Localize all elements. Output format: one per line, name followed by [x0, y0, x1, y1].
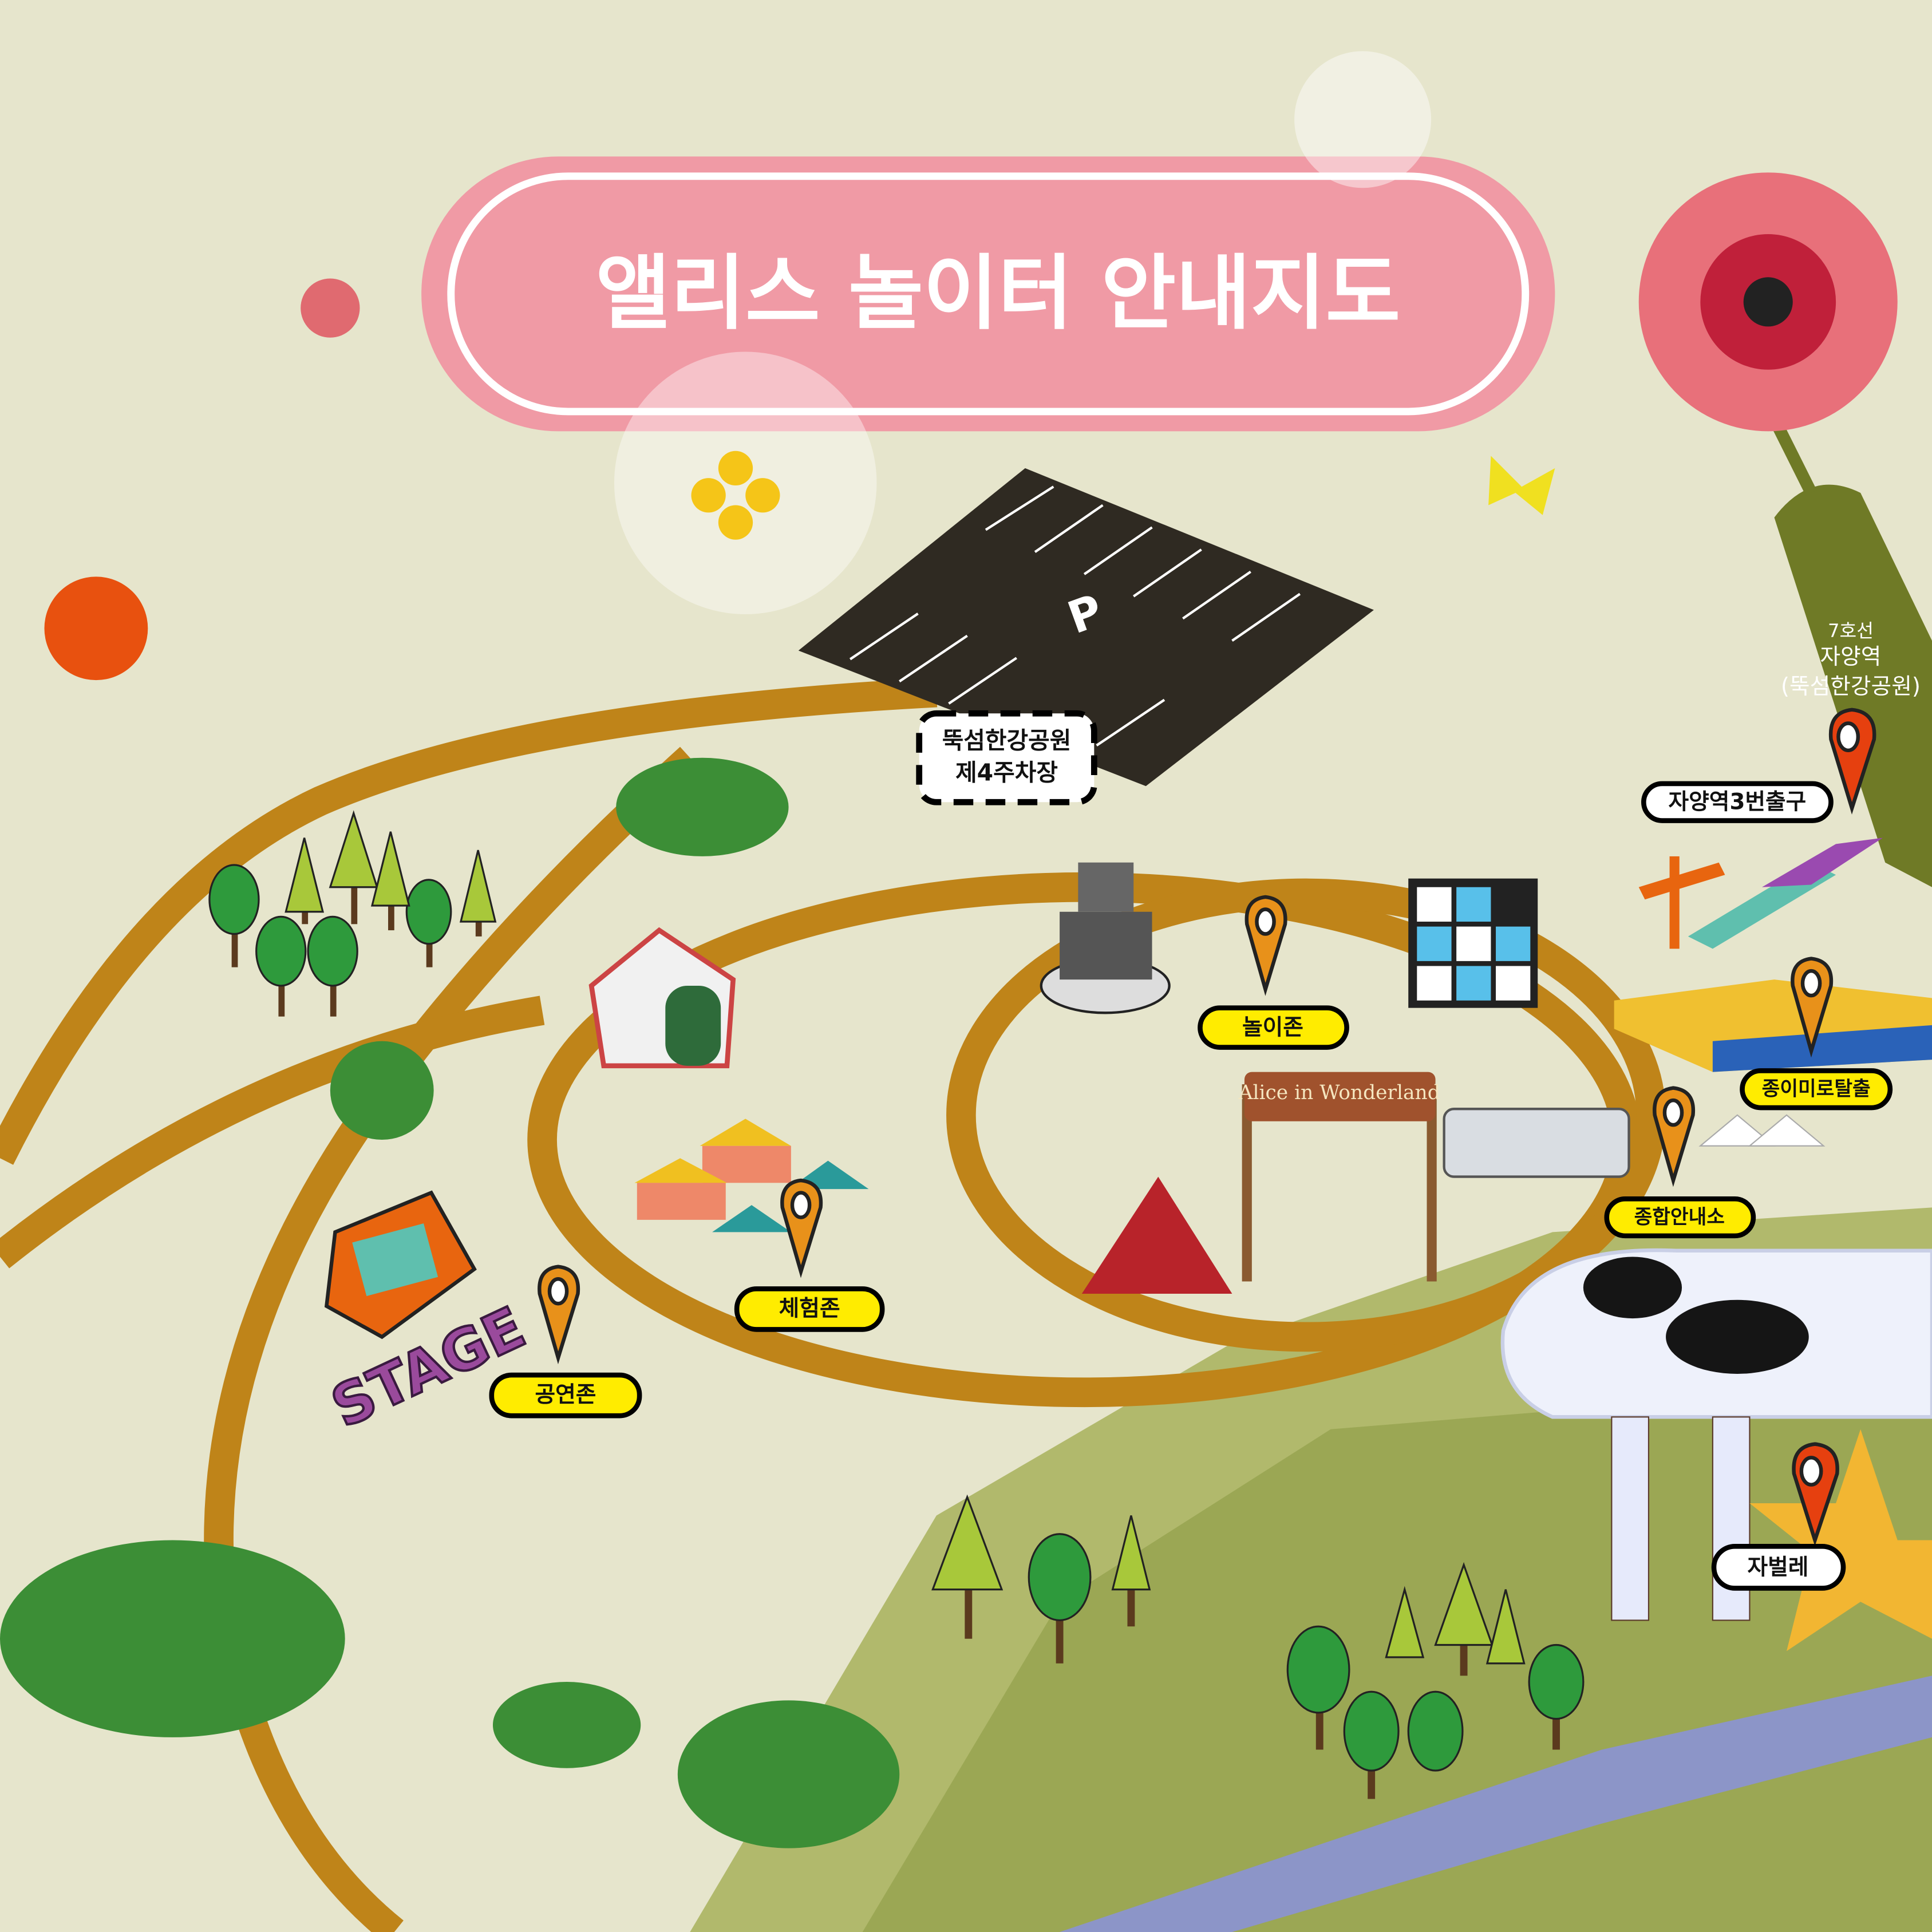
label-text: 놀이존 — [1242, 1015, 1303, 1041]
bow-decor — [1488, 456, 1555, 515]
parking-label-line2: 제4주차장 — [955, 759, 1058, 787]
star-decor — [1749, 1429, 1932, 1652]
signpost — [1638, 837, 1883, 949]
orange-badge-decor — [44, 576, 148, 681]
pin-station-exit-icon[interactable] — [1828, 708, 1876, 815]
label-station-exit[interactable]: 자양역3번출구 — [1641, 781, 1834, 823]
page-title: 앨리스 놀이터 안내지도 — [596, 246, 1401, 341]
red-flower-icon — [1638, 172, 1898, 496]
pin-play-icon[interactable] — [1244, 895, 1287, 996]
tents — [634, 1119, 869, 1232]
label-experience-zone[interactable]: 체험존 — [734, 1286, 885, 1332]
pin-icons — [538, 708, 1876, 1547]
house — [588, 927, 736, 1069]
label-text: 공연존 — [535, 1382, 596, 1408]
label-text: 체험존 — [779, 1295, 840, 1321]
red-dress-tent — [1081, 1176, 1232, 1294]
paper-maze — [1614, 979, 1932, 1072]
tic-tac-toe-board — [1408, 878, 1538, 1008]
trees — [0, 757, 1585, 1848]
bubble-decor — [1294, 51, 1432, 188]
pin-experience-icon[interactable] — [780, 1178, 823, 1278]
label-info-center[interactable]: 종합안내소 — [1604, 1196, 1756, 1239]
label-text: 자벌레 — [1747, 1554, 1808, 1580]
label-text: 자양역3번출구 — [1669, 789, 1807, 815]
label-play-zone[interactable]: 놀이존 — [1198, 1005, 1349, 1050]
station-sub: (뚝섬한강공원) — [1781, 674, 1921, 700]
label-text: 종합안내소 — [1634, 1206, 1725, 1229]
label-performance-zone[interactable]: 공연존 — [489, 1372, 642, 1419]
label-text: 종이미로탈출 — [1762, 1078, 1871, 1101]
station-name: 자양역 — [1820, 644, 1881, 670]
parking-label[interactable]: 뚝섬한강공원 제4주차장 — [916, 710, 1097, 805]
station-line: 7호선 — [1828, 620, 1874, 642]
olive-strip — [1774, 484, 1932, 887]
station-label: 7호선 자양역 (뚝섬한강공원) — [1781, 620, 1921, 700]
title-banner: 앨리스 놀이터 안내지도 — [421, 156, 1555, 432]
bridge — [1060, 1676, 1932, 1932]
pin-performance-icon[interactable] — [538, 1265, 580, 1365]
arch-sign: Alice in Wonderland — [1238, 1081, 1440, 1104]
label-paper-maze[interactable]: 종이미로탈출 — [1740, 1068, 1893, 1111]
label-jabeolle[interactable]: 자벌레 — [1711, 1543, 1846, 1591]
flower-yellow-icon — [691, 451, 780, 540]
sandbox — [1443, 1108, 1630, 1178]
paths — [0, 677, 1666, 1932]
bubble-decor — [614, 351, 877, 614]
pink-star-decor — [301, 278, 360, 338]
parking-label-line1: 뚝섬한강공원 — [942, 727, 1072, 754]
pin-jabeolle-icon[interactable] — [1792, 1442, 1839, 1547]
cake-tower — [1040, 862, 1171, 1014]
parking-lot: P — [798, 468, 1374, 787]
info-tents — [1698, 1114, 1826, 1147]
alice-arch: Alice in Wonderland — [1238, 1072, 1440, 1282]
jabeolle-building — [1500, 1248, 1932, 1621]
pin-maze-icon[interactable] — [1791, 957, 1834, 1058]
pin-info-icon[interactable] — [1653, 1086, 1696, 1187]
